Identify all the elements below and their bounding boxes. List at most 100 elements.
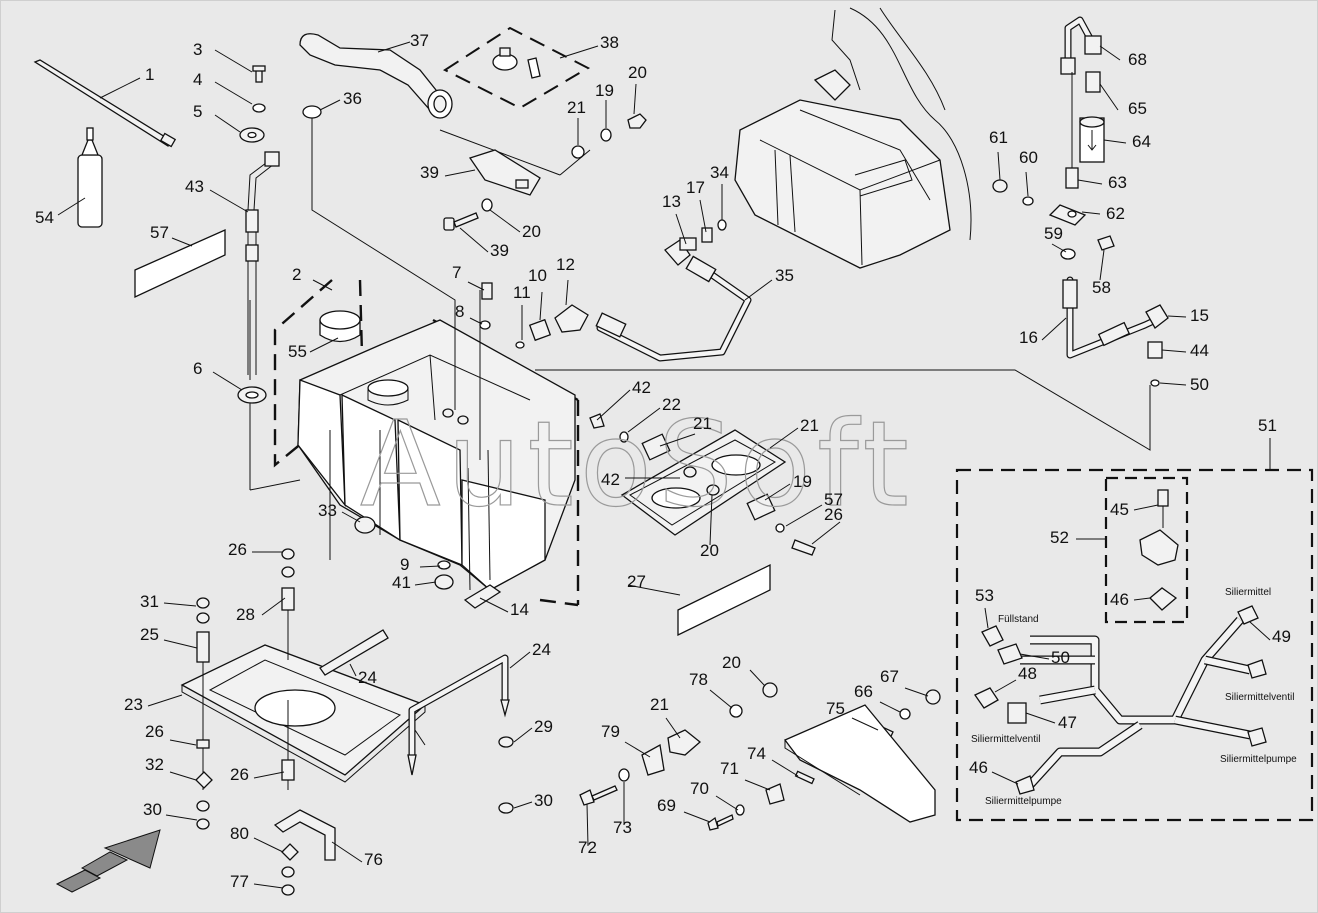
callout-leader-25 (163, 639, 198, 649)
callout-leader-44 (1161, 349, 1187, 353)
part-cap-kit (442, 26, 591, 110)
callout-29: 29 (534, 717, 553, 736)
callout-leader-46 (1133, 597, 1151, 601)
callout-leader-59 (1051, 243, 1067, 253)
callout-19: 19 (793, 472, 812, 491)
label-siliermittelventil-left: Siliermittelventil (971, 734, 1040, 745)
callout-leader-77 (253, 883, 284, 889)
part-decal-right (677, 563, 771, 637)
part-platform-31 (180, 629, 427, 783)
callout-42: 42 (601, 470, 620, 489)
callout-2: 2 (292, 265, 301, 284)
callout-leader-32 (169, 771, 197, 781)
callout-leader-67 (904, 687, 929, 697)
callout-leader-63 (1077, 179, 1103, 185)
part-level-sensor (237, 65, 280, 404)
callout-labels: 1345435457625533941147810111213173435363… (35, 31, 1291, 891)
callout-38: 38 (600, 33, 619, 52)
callout-21: 21 (567, 98, 586, 117)
callout-leader-15 (1167, 315, 1187, 318)
callout-leader-1 (99, 77, 141, 99)
callout-leader-43 (209, 189, 249, 213)
callout-23: 23 (124, 695, 143, 714)
callout-26: 26 (230, 765, 249, 784)
callout-leader-23 (147, 694, 183, 707)
callout-45: 45 (1110, 500, 1129, 519)
callout-leader-27 (627, 584, 681, 596)
callout-leader-47 (1025, 712, 1056, 724)
electrical-kit-44 (955, 440, 1314, 822)
part-tray-22 (589, 413, 816, 556)
callout-leader-30 (165, 814, 198, 821)
callout-leader-24 (509, 651, 531, 669)
callout-leader-38 (559, 45, 599, 59)
callout-6: 6 (193, 359, 202, 378)
callout-leader-65 (1099, 83, 1119, 111)
callout-66: 66 (854, 682, 873, 701)
callout-leader-79 (624, 741, 651, 758)
callout-leader-69 (683, 811, 711, 823)
callout-34: 34 (710, 163, 729, 182)
callout-27: 27 (627, 572, 646, 591)
callout-leader-64 (1103, 139, 1127, 144)
callout-64: 64 (1132, 132, 1151, 151)
callout-leader-29 (513, 727, 533, 743)
callout-leader-20 (489, 209, 521, 233)
label-fuellstand: Füllstand (998, 614, 1039, 625)
callout-leader-2 (312, 279, 333, 291)
callout-21: 21 (650, 695, 669, 714)
callout-leader-17 (699, 199, 707, 233)
callout-33: 33 (318, 501, 337, 520)
callout-77: 77 (230, 872, 249, 891)
callout-31: 31 (140, 592, 159, 611)
callout-41: 41 (392, 573, 411, 592)
callout-39: 39 (420, 163, 439, 182)
callout-30: 30 (534, 791, 553, 810)
callout-3: 3 (193, 40, 202, 59)
callout-8: 8 (455, 302, 464, 321)
callout-11: 11 (513, 283, 531, 302)
callout-21: 21 (693, 414, 712, 433)
callout-55: 55 (288, 342, 307, 361)
callout-17: 17 (686, 178, 705, 197)
callout-leader-68 (1099, 45, 1121, 61)
callout-leader-75 (851, 717, 879, 731)
part-filler-neck (299, 33, 453, 119)
callout-leader-54 (57, 197, 86, 216)
callout-1: 1 (145, 65, 154, 84)
callout-48: 48 (1018, 664, 1037, 683)
callout-70: 70 (690, 779, 709, 798)
callout-leader-49 (1249, 621, 1271, 641)
label-siliermittelpumpe-right: Siliermittelpumpe (1220, 754, 1297, 765)
callout-leader-6 (212, 371, 243, 391)
callout-leader-7 (467, 281, 485, 291)
callout-72: 72 (578, 838, 597, 857)
callout-leader-21 (769, 427, 799, 449)
callout-20: 20 (700, 541, 719, 560)
callout-28: 28 (236, 605, 255, 624)
callout-5: 5 (193, 102, 202, 121)
callout-leader-35 (744, 279, 773, 301)
part-clamp-assembly (579, 682, 941, 831)
callout-76: 76 (364, 850, 383, 869)
callout-62: 62 (1106, 204, 1125, 223)
callout-50: 50 (1190, 375, 1209, 394)
callout-leader-20 (749, 669, 766, 687)
callout-26: 26 (145, 722, 164, 741)
callout-58: 58 (1092, 278, 1111, 297)
callout-13: 13 (662, 192, 681, 211)
callout-leader-80 (253, 837, 284, 853)
callout-65: 65 (1128, 99, 1147, 118)
callout-61: 61 (989, 128, 1008, 147)
part-sealant-tube (77, 127, 103, 228)
label-siliermittelventil-right: Siliermittelventil (1225, 692, 1294, 703)
callout-59: 59 (1044, 224, 1063, 243)
callout-39: 39 (490, 241, 509, 260)
callout-leader-10 (539, 291, 543, 321)
part-hose-top-right (992, 16, 1169, 387)
callout-leader-26 (253, 771, 285, 779)
callout-leader-37 (377, 41, 411, 53)
callout-leader-50 (1019, 653, 1050, 660)
callout-4: 4 (193, 70, 202, 89)
callout-7: 7 (452, 263, 461, 282)
